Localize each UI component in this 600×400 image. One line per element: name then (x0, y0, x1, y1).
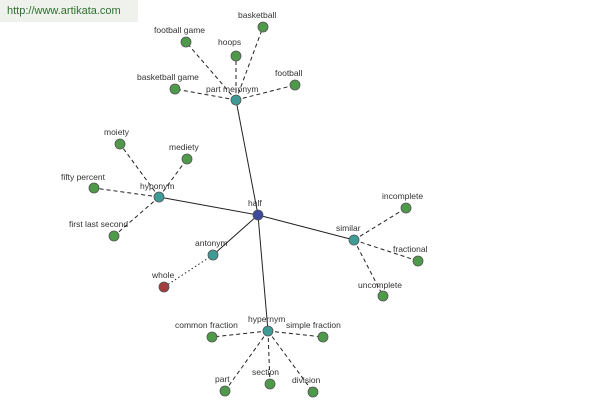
edge-half-to-hyponym (158, 196, 259, 216)
edge-half-to-antonym (212, 214, 259, 256)
relation-node-part-meronym[interactable] (230, 94, 242, 106)
edge-similar-to-uncomplete (353, 239, 384, 297)
edge-hypernym-to-part (224, 330, 269, 392)
edge-hyponym-to-fifty-percent (93, 187, 160, 198)
leaf-node-basketball-game[interactable] (169, 83, 181, 95)
leaf-node-whole[interactable] (158, 281, 170, 293)
edge-part-meronym-to-football (235, 84, 296, 101)
leaf-label-section[interactable]: section (252, 367, 279, 377)
edge-similar-to-incomplete (353, 207, 407, 241)
leaf-label-division[interactable]: division (292, 375, 321, 385)
leaf-label-simple-fraction[interactable]: simple fraction (286, 320, 341, 330)
leaf-node-part[interactable] (219, 385, 231, 397)
leaf-node-first-last-second[interactable] (108, 230, 120, 242)
center-node-half[interactable] (252, 209, 264, 221)
edge-antonym-to-whole (163, 254, 214, 288)
center-label-half[interactable]: half (248, 198, 262, 208)
edges-layer (93, 26, 419, 393)
leaf-node-common-fraction[interactable] (206, 331, 218, 343)
relation-label-antonym[interactable]: antonym (195, 238, 228, 248)
relation-label-hypernym[interactable]: hypernym (248, 314, 285, 324)
leaf-node-incomplete[interactable] (400, 202, 412, 214)
edge-half-to-similar (257, 214, 355, 241)
edge-hyponym-to-mediety (158, 158, 188, 198)
edge-hyponym-to-moiety (119, 143, 160, 198)
leaf-label-uncomplete[interactable]: uncomplete (358, 280, 402, 290)
site-url-banner[interactable]: http://www.artikata.com (0, 0, 138, 22)
leaf-node-football-game[interactable] (180, 36, 192, 48)
edge-half-to-hypernym (257, 214, 269, 332)
edge-hyponym-to-first-last-second (113, 196, 160, 237)
leaf-node-moiety[interactable] (114, 138, 126, 150)
relation-node-similar[interactable] (348, 234, 360, 246)
leaf-label-fractional[interactable]: fractional (393, 244, 428, 254)
edge-hypernym-to-division (267, 330, 314, 393)
leaf-node-football[interactable] (289, 79, 301, 91)
relation-label-similar[interactable]: similar (336, 223, 361, 233)
relation-node-antonym[interactable] (207, 249, 219, 261)
leaf-node-fifty-percent[interactable] (88, 182, 100, 194)
leaf-label-moiety[interactable]: moiety (104, 127, 130, 137)
edge-hypernym-to-common-fraction (211, 330, 269, 338)
leaf-label-football-game[interactable]: football game (154, 25, 205, 35)
nodes-layer (88, 21, 424, 398)
edge-half-to-part-meronym (235, 99, 259, 216)
labels-layer: football game hoops basketball basketball g… (61, 10, 428, 385)
leaf-label-part[interactable]: part (215, 374, 230, 384)
edge-part-meronym-to-basketball (235, 26, 264, 101)
leaf-node-section[interactable] (264, 378, 276, 390)
site-url-text[interactable]: http://www.artikata.com (7, 5, 121, 17)
relation-label-hyponym[interactable]: hyponym (140, 181, 175, 191)
edge-part-meronym-to-football-game (185, 41, 237, 101)
edge-hypernym-to-simple-fraction (267, 330, 324, 338)
leaf-label-mediety[interactable]: mediety (169, 142, 200, 152)
leaf-node-uncomplete[interactable] (377, 290, 389, 302)
edge-similar-to-fractional (353, 239, 419, 262)
edge-part-meronym-to-basketball-game (174, 88, 237, 101)
leaf-node-fractional[interactable] (412, 255, 424, 267)
relation-node-hyponym[interactable] (153, 191, 165, 203)
relation-label-part-meronym[interactable]: part meronym (206, 84, 258, 94)
leaf-label-hoops[interactable]: hoops (218, 37, 241, 47)
leaf-label-fifty-percent[interactable]: fifty percent (61, 172, 106, 182)
relation-node-hypernym[interactable] (262, 325, 274, 337)
leaf-label-basketball-game[interactable]: basketball game (137, 72, 199, 82)
leaf-node-simple-fraction[interactable] (317, 331, 329, 343)
leaf-label-whole[interactable]: whole (151, 270, 174, 280)
leaf-node-hoops[interactable] (230, 50, 242, 62)
leaf-node-division[interactable] (307, 386, 319, 398)
leaf-node-mediety[interactable] (181, 153, 193, 165)
leaf-node-basketball[interactable] (257, 21, 269, 33)
edge-hypernym-to-section (267, 330, 271, 385)
leaf-label-common-fraction[interactable]: common fraction (175, 320, 238, 330)
leaf-label-incomplete[interactable]: incomplete (382, 191, 423, 201)
leaf-label-first-last-second[interactable]: first last second (69, 219, 128, 229)
leaf-label-basketball[interactable]: basketball (238, 10, 276, 20)
leaf-label-football[interactable]: football (275, 68, 303, 78)
